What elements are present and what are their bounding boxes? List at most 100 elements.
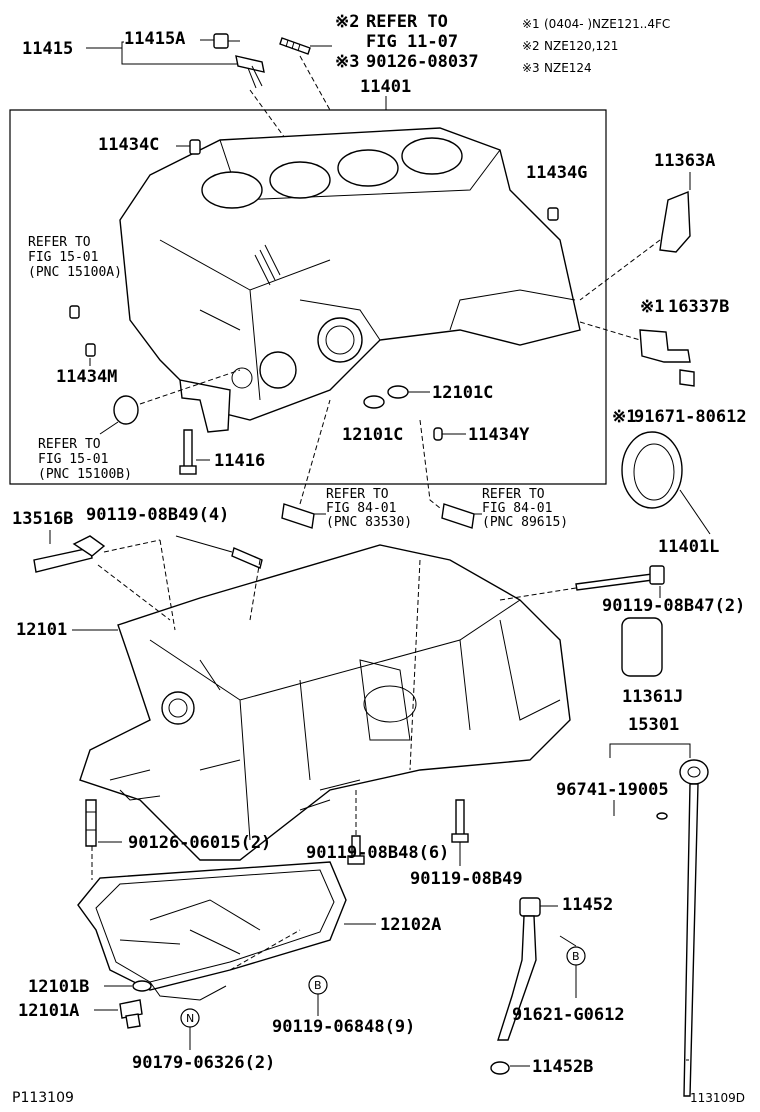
o-ring-96741	[656, 812, 668, 820]
o-ring-left	[113, 395, 139, 425]
footer-left-code: P113109	[12, 1090, 74, 1106]
note-1-mark: ※1	[522, 17, 540, 31]
refer-1501a-line1: REFER TO	[28, 235, 91, 250]
oil-seal-11401L	[621, 431, 683, 509]
footnotes: ※1 (0404- )NZE121..4FC ※2 NZE120,121 ※3 …	[522, 17, 670, 75]
bolt-90119-08B49-lower	[451, 799, 469, 843]
label-13516B: 13516B	[12, 509, 73, 529]
label-91671-mark: ※1	[612, 407, 636, 427]
guide-11452	[497, 897, 541, 1041]
plate-11363A	[659, 190, 691, 253]
label-90119-08B49-4: 90119-08B49(4)	[86, 505, 229, 525]
pin-11434C	[189, 139, 201, 155]
label-16337B-mark: ※1	[640, 297, 664, 317]
note-3-text: NZE124	[544, 61, 592, 75]
note-2-mark: ※2	[522, 39, 540, 53]
refer-8401a-line1: REFER TO	[326, 487, 389, 502]
label-11363A: 11363A	[654, 151, 715, 171]
leader-11401L	[679, 489, 711, 535]
label-12101C-right: 12101C	[432, 383, 493, 403]
leader-11415	[86, 41, 240, 65]
label-90126-08037: 90126-08037	[366, 52, 479, 72]
label-12101C-left: 12101C	[342, 425, 403, 445]
refer-8401b-line2: FIG 84-01	[482, 501, 552, 516]
label-11434Y: 11434Y	[468, 425, 530, 445]
bolt-90119-08B48	[347, 835, 365, 865]
pin-11434Y	[433, 427, 443, 441]
pin-11434M	[85, 343, 96, 357]
note-2-text: NZE120,121	[544, 39, 618, 53]
label-11434G: 11434G	[526, 163, 587, 183]
oil-level-gauge-15301	[679, 759, 709, 1097]
gasket-12101B	[132, 980, 152, 992]
bracket-16337B	[639, 329, 691, 363]
refer-1107-line2: FIG 11-07	[366, 32, 458, 52]
label-91671-80612: 91671-80612	[634, 407, 747, 427]
drain-plug-12101A	[119, 999, 143, 1029]
refer-8401a-line2: FIG 84-01	[326, 501, 396, 516]
refer-1501a-line2: FIG 15-01	[28, 250, 98, 265]
oil-pressure-switch	[281, 503, 315, 529]
dash-11363A	[579, 239, 661, 301]
bolt-91671-80612	[679, 369, 695, 387]
leader-refer-1501b	[99, 421, 119, 435]
bolt-11416	[179, 429, 197, 475]
filter-11361J	[621, 617, 663, 677]
label-90119-08B49: 90119-08B49	[410, 869, 523, 889]
refer-1501b-line3: (PNC 15100B)	[38, 467, 132, 482]
pin-left-upper	[69, 305, 80, 319]
label-90126-06015: 90126-06015(2)	[128, 833, 271, 853]
oil-pan-12102A	[77, 861, 347, 1001]
refer-1501b-line2: FIG 15-01	[38, 452, 108, 467]
o-ring-11452B	[490, 1061, 510, 1075]
bolt-90119-08B49	[231, 547, 263, 569]
p90126-08037-mark: ※3	[335, 52, 359, 72]
dash-13516B	[103, 539, 161, 553]
o-ring-12101C-left	[363, 395, 385, 409]
refer-8401a-line3: (PNC 83530)	[326, 515, 412, 530]
callout-letter-B-left: B	[314, 979, 322, 992]
note-1-text: (0404- )NZE121..4FC	[544, 17, 670, 31]
label-11361J: 11361J	[622, 687, 683, 707]
oil-nozzle-13516B	[33, 535, 106, 573]
o-ring-12101C-right	[387, 385, 409, 399]
note-3-mark: ※3	[522, 61, 540, 75]
stud-90126-06015	[85, 799, 97, 847]
dash-crankcase	[97, 539, 577, 771]
refer-8401b-line1: REFER TO	[482, 487, 545, 502]
label-90119-08B48: 90119-08B48(6)	[306, 843, 449, 863]
label-11434C: 11434C	[98, 135, 159, 155]
label-11415: 11415	[22, 39, 73, 59]
leader-90119-08B49-4	[175, 535, 233, 553]
callout-letter-N: N	[186, 1012, 194, 1025]
label-12101: 12101	[16, 620, 67, 640]
dash-o-ring	[139, 369, 241, 405]
knock-sensor	[441, 503, 475, 529]
dash-sensors	[299, 399, 441, 509]
label-11434M: 11434M	[56, 367, 117, 387]
label-16337B: 16337B	[668, 297, 729, 317]
refer-1501a-line3: (PNC 15100A)	[28, 265, 122, 280]
refer-1107-line1: REFER TO	[366, 12, 448, 32]
union-bolt-11415A	[213, 33, 240, 49]
callout-letter-B-right: B	[572, 950, 580, 963]
label-90179-06326: 90179-06326(2)	[132, 1053, 275, 1073]
refer-1501b-line1: REFER TO	[38, 437, 101, 452]
cylinder-block-11401	[119, 127, 581, 433]
label-12101B: 12101B	[28, 977, 89, 997]
label-90119-08B47: 90119-08B47(2)	[602, 596, 745, 616]
footer-right-code: 113109D	[690, 1091, 745, 1105]
label-15301: 15301	[628, 715, 679, 735]
label-11416: 11416	[214, 451, 265, 471]
water-drain-cock-11415	[235, 55, 265, 89]
label-12102A: 12102A	[380, 915, 441, 935]
cylinder-block-frame	[9, 109, 607, 485]
label-11415A: 11415A	[124, 29, 185, 49]
label-11452: 11452	[562, 895, 613, 915]
crankcase-12101	[79, 544, 571, 861]
dash-oil-pan	[229, 929, 301, 971]
stud-bolt-90126-08037	[279, 37, 311, 55]
bolt-90119-08B47	[575, 565, 665, 591]
label-90119-06848: 90119-06848(9)	[272, 1017, 415, 1037]
